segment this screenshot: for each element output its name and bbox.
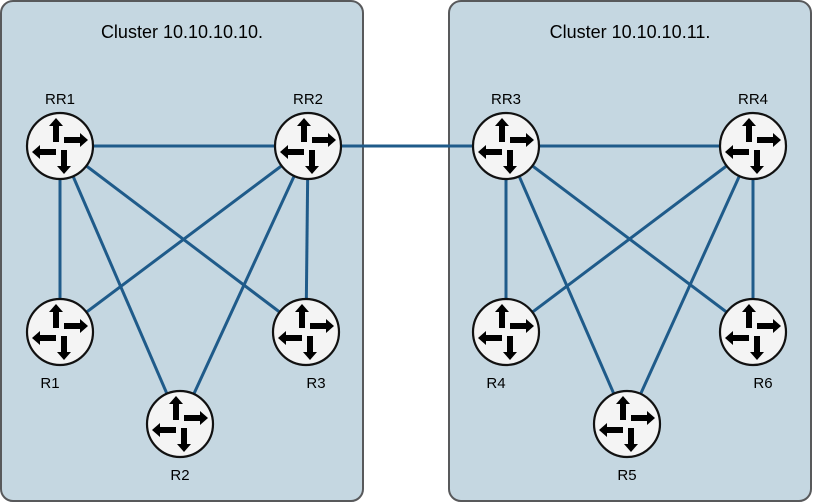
router-body bbox=[271, 297, 341, 367]
router-arrow-icon bbox=[57, 150, 71, 174]
cluster-title-cluster-a: Cluster 10.10.10.10. bbox=[101, 22, 263, 42]
router-arrow-icon bbox=[478, 145, 502, 159]
router-label-rr4: RR4 bbox=[738, 91, 768, 108]
router-rr3 bbox=[471, 111, 541, 181]
router-icon bbox=[718, 111, 788, 181]
link-rr4-r4 bbox=[505, 144, 754, 334]
router-arrow-icon bbox=[725, 145, 749, 159]
router-label-rr1: RR1 bbox=[45, 91, 75, 108]
router-arrow-icon bbox=[742, 304, 756, 328]
router-arrow-icon bbox=[295, 304, 309, 328]
router-label-r5: R5 bbox=[617, 467, 636, 484]
router-r3 bbox=[271, 297, 341, 367]
router-arrow-icon bbox=[503, 336, 517, 360]
router-arrow-icon bbox=[725, 331, 749, 345]
router-arrow-icon bbox=[305, 150, 319, 174]
router-icon bbox=[592, 389, 662, 459]
cluster-box-cluster-b bbox=[448, 0, 812, 502]
cluster-title-cluster-b: Cluster 10.10.10.11. bbox=[550, 22, 711, 42]
router-arrow-icon bbox=[495, 304, 509, 328]
router-arrow-icon bbox=[757, 133, 781, 147]
cluster-box-cluster-a bbox=[0, 0, 364, 502]
link-rr4-r5 bbox=[625, 145, 755, 425]
router-arrow-icon bbox=[503, 150, 517, 174]
router-arrow-icon bbox=[478, 331, 502, 345]
router-arrow-icon bbox=[631, 411, 655, 425]
router-body bbox=[592, 389, 662, 459]
router-icon bbox=[271, 297, 341, 367]
router-body bbox=[718, 111, 788, 181]
router-label-r6: R6 bbox=[753, 375, 772, 392]
router-arrow-icon bbox=[312, 133, 336, 147]
router-arrow-icon bbox=[750, 336, 764, 360]
router-icon bbox=[471, 111, 541, 181]
router-r4 bbox=[471, 297, 541, 367]
router-arrow-icon bbox=[599, 423, 623, 437]
router-arrow-icon bbox=[57, 336, 71, 360]
router-body bbox=[25, 297, 95, 367]
router-arrow-icon bbox=[742, 118, 756, 142]
router-arrow-icon bbox=[49, 304, 63, 328]
router-icon bbox=[25, 297, 95, 367]
router-arrow-icon bbox=[169, 396, 183, 420]
router-arrow-icon bbox=[757, 319, 781, 333]
router-body bbox=[25, 111, 95, 181]
router-arrow-icon bbox=[32, 331, 56, 345]
router-arrow-icon bbox=[49, 118, 63, 142]
router-label-r4: R4 bbox=[486, 375, 505, 392]
router-r5 bbox=[592, 389, 662, 459]
router-icon bbox=[145, 389, 215, 459]
router-arrow-icon bbox=[64, 133, 88, 147]
router-arrow-icon bbox=[32, 145, 56, 159]
router-icon bbox=[471, 297, 541, 367]
router-arrow-icon bbox=[152, 423, 176, 437]
router-arrow-icon bbox=[616, 396, 630, 420]
router-label-r2: R2 bbox=[170, 467, 189, 484]
router-body bbox=[471, 111, 541, 181]
router-arrow-icon bbox=[510, 133, 534, 147]
router-arrow-icon bbox=[280, 145, 304, 159]
router-r6 bbox=[718, 297, 788, 367]
link-rr1-r2 bbox=[58, 145, 182, 425]
router-body bbox=[718, 297, 788, 367]
router-r1 bbox=[25, 297, 95, 367]
router-arrow-icon bbox=[64, 319, 88, 333]
link-rr2-r1 bbox=[59, 144, 309, 334]
router-arrow-icon bbox=[278, 331, 302, 345]
router-rr1 bbox=[25, 111, 95, 181]
router-icon bbox=[718, 297, 788, 367]
router-body bbox=[145, 389, 215, 459]
router-icon bbox=[25, 111, 95, 181]
router-icon bbox=[273, 111, 343, 181]
router-r2 bbox=[145, 389, 215, 459]
router-arrow-icon bbox=[310, 319, 334, 333]
router-label-r1: R1 bbox=[40, 375, 59, 392]
router-arrow-icon bbox=[510, 319, 534, 333]
router-label-r3: R3 bbox=[306, 375, 325, 392]
router-label-rr3: RR3 bbox=[491, 91, 521, 108]
router-arrow-icon bbox=[495, 118, 509, 142]
router-arrow-icon bbox=[750, 150, 764, 174]
link-rr2-r2 bbox=[178, 145, 310, 425]
router-label-rr2: RR2 bbox=[293, 91, 323, 108]
router-arrow-icon bbox=[177, 428, 191, 452]
router-body bbox=[273, 111, 343, 181]
router-arrow-icon bbox=[297, 118, 311, 142]
router-body bbox=[471, 297, 541, 367]
router-rr4 bbox=[718, 111, 788, 181]
router-arrow-icon bbox=[624, 428, 638, 452]
router-arrow-icon bbox=[303, 336, 317, 360]
router-arrow-icon bbox=[184, 411, 208, 425]
router-rr2 bbox=[273, 111, 343, 181]
